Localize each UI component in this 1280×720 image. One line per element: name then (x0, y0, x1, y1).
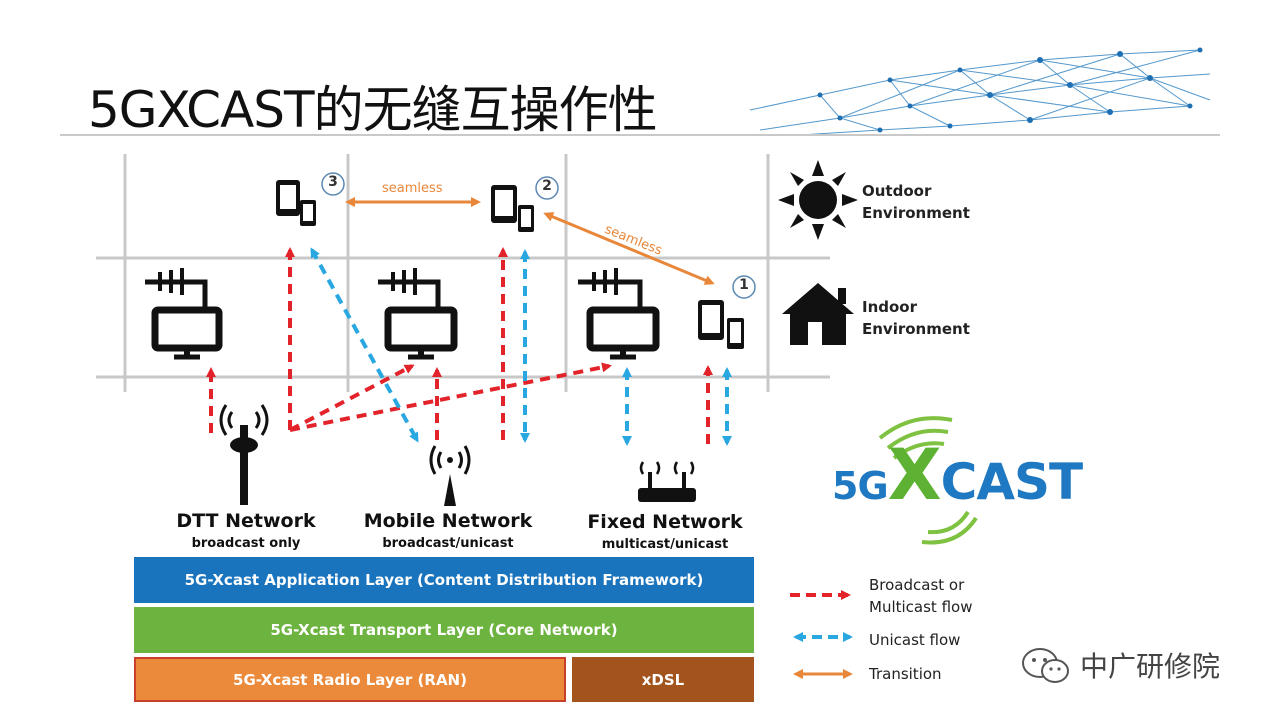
radio-layer: 5G-Xcast Radio Layer (RAN) (134, 657, 566, 702)
unicast-flows (310, 247, 732, 446)
slide-title: 5GXCAST的无缝互操作性 (88, 81, 658, 139)
xdsl-layer: xDSL (572, 657, 754, 702)
tablet-device-3 (276, 180, 316, 226)
legend-unicast-label: Unicast flow (869, 631, 961, 649)
legend-broadcast-line2: Multicast flow (869, 598, 973, 616)
logo-x: X (887, 434, 942, 516)
watermark: 中广研修院 (1020, 645, 1220, 685)
broadcast-tower-icon (219, 404, 269, 505)
fixed-network-name: Fixed Network (587, 511, 743, 533)
device-2-badge (535, 176, 559, 200)
mobile-antenna-icon (429, 445, 471, 506)
logo-wordmark: 5GXCAST (832, 440, 1084, 511)
device-1-badge (732, 275, 756, 299)
outdoor-environment-label: Outdoor Environment (862, 180, 970, 224)
tv-2 (378, 268, 458, 360)
legend-broadcast-line1: Broadcast or (869, 576, 965, 594)
legend-broadcast-label: Broadcast or Multicast flow (869, 574, 972, 618)
outdoor-line2: Environment (862, 204, 970, 222)
watermark-text: 中广研修院 (1080, 650, 1221, 683)
wechat-icon (1022, 648, 1069, 683)
tablet-device-2 (491, 185, 534, 232)
tv-1 (145, 268, 223, 360)
tv-3 (578, 268, 660, 360)
5g-xcast-logo: 5GXCAST (832, 408, 1094, 550)
mobile-network-mode: broadcast/unicast (382, 536, 514, 551)
transition-arrows (345, 197, 715, 285)
house-icon (782, 283, 854, 345)
dtt-network-mode: broadcast only (191, 536, 301, 551)
router-icon (638, 461, 696, 502)
dtt-network-name: DTT Network (176, 510, 316, 532)
outdoor-line1: Outdoor (862, 182, 932, 200)
title-underline (60, 134, 1220, 136)
network-mesh-decoration (749, 47, 1211, 136)
tablet-device-1 (698, 300, 744, 349)
fixed-network-mode: multicast/unicast (601, 537, 729, 552)
indoor-line1: Indoor (862, 298, 918, 316)
application-layer: 5G-Xcast Application Layer (Content Dist… (134, 557, 754, 603)
mobile-network-name: Mobile Network (363, 510, 533, 532)
device-2-number: 2 (542, 178, 552, 194)
sun-icon (778, 160, 858, 240)
logo-cast: CAST (940, 453, 1084, 511)
transport-layer: 5G-Xcast Transport Layer (Core Network) (134, 607, 754, 653)
seamless-label-top: seamless (382, 181, 443, 196)
device-3-badge (321, 172, 345, 196)
indoor-environment-label: Indoor Environment (862, 296, 970, 340)
indoor-line2: Environment (862, 320, 970, 338)
logo-5g: 5G (832, 464, 889, 508)
device-1-number: 1 (739, 277, 749, 293)
environment-grid (96, 154, 830, 392)
device-3-number: 3 (328, 174, 338, 190)
legend-transition-label: Transition (869, 665, 942, 683)
